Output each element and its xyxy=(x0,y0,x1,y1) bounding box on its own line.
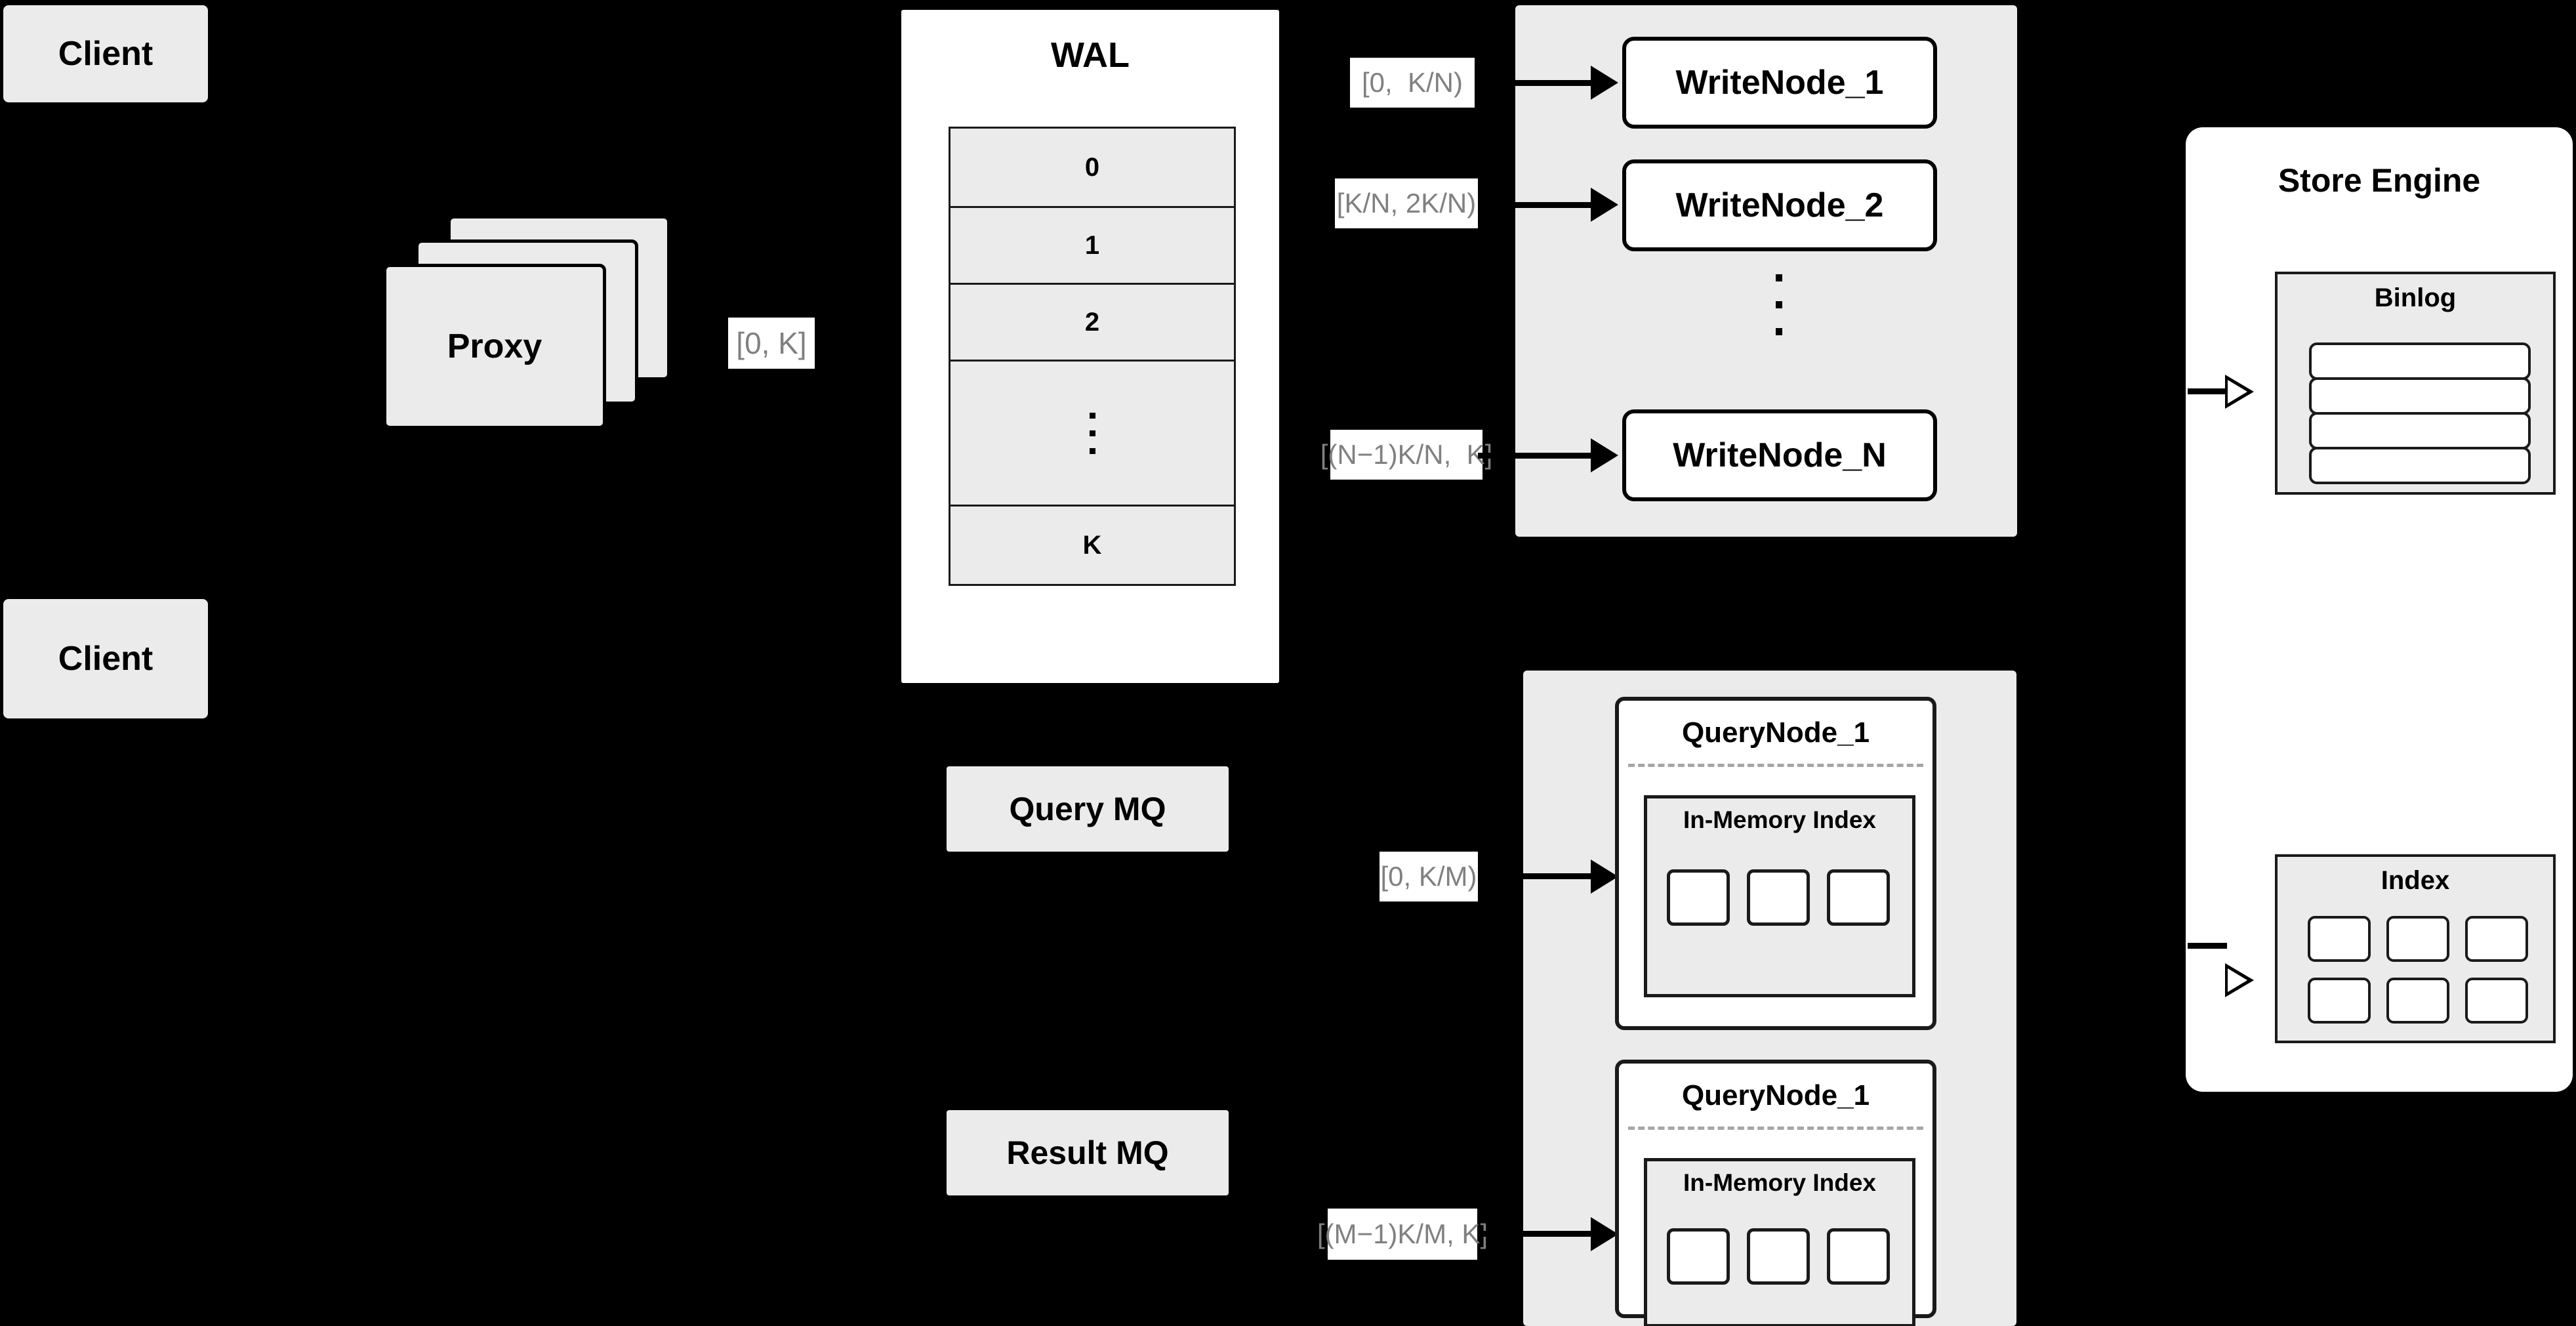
range-label-writenode-1: [0, K/N) xyxy=(1350,58,1475,108)
query-node-title: QueryNode_1 xyxy=(1681,1079,1870,1111)
arrow-head-querynode-first xyxy=(1591,860,1618,894)
wal-row: 2 xyxy=(951,285,1234,362)
index-cell xyxy=(2465,916,2528,962)
write-node-label: WriteNode_1 xyxy=(1675,64,1884,102)
in-memory-index-panel: In-Memory Index xyxy=(1644,1158,1915,1326)
arrow-head-index-open xyxy=(2225,963,2254,997)
range-label-writenode-n: [(N−1)K/N, K] xyxy=(1320,430,1492,480)
client-label: Client xyxy=(58,640,153,678)
arrow-head-binlog-open xyxy=(2225,375,2254,409)
client-box-1: Client xyxy=(3,5,208,102)
query-node-1[interactable]: QueryNode_1 In-Memory Index xyxy=(1615,697,1936,1030)
index-grid-row xyxy=(2308,978,2528,1024)
arrow-line-index xyxy=(2188,943,2227,949)
range-label-text: [0, K] xyxy=(736,326,807,360)
wal-box: WAL 0 1 2 K xyxy=(897,5,1284,688)
proxy-label: Proxy xyxy=(447,327,542,365)
range-label-writenode-2: [K/N, 2K/N) xyxy=(1335,178,1478,228)
wal-title: WAL xyxy=(1051,35,1130,75)
store-engine-title: Store Engine xyxy=(2278,162,2481,199)
index-grid-row xyxy=(2308,916,2528,962)
binlog-row xyxy=(2309,447,2531,484)
write-node-n[interactable]: WriteNode_N xyxy=(1622,409,1937,501)
client-label: Client xyxy=(58,35,153,73)
binlog-row xyxy=(2309,412,2531,449)
arrow-head-writenode-2 xyxy=(1591,188,1618,222)
arrow-line-writenode-1 xyxy=(1478,80,1593,86)
write-node-label: WriteNode_2 xyxy=(1675,186,1884,224)
in-memory-index-panel: In-Memory Index xyxy=(1644,795,1915,997)
index-cell xyxy=(1747,1228,1810,1285)
index-grid xyxy=(2308,916,2528,1024)
index-cell xyxy=(2308,916,2371,962)
wal-row: K xyxy=(951,507,1234,586)
write-node-2[interactable]: WriteNode_2 xyxy=(1622,159,1937,251)
write-node-1[interactable]: WriteNode_1 xyxy=(1622,37,1937,129)
in-memory-index-cells xyxy=(1667,1228,1890,1285)
index-cell xyxy=(2386,978,2449,1024)
binlog-row xyxy=(2309,342,2531,380)
index-cell xyxy=(2465,978,2528,1024)
wal-row-ellipsis xyxy=(951,362,1234,507)
index-cell xyxy=(2308,978,2371,1024)
store-engine-box: Store Engine Binlog Index xyxy=(2186,127,2573,1092)
query-mq-label: Query MQ xyxy=(1009,791,1166,827)
index-cell xyxy=(2386,916,2449,962)
arrow-line-querynode-first xyxy=(1478,873,1593,879)
in-memory-index-cells xyxy=(1667,869,1890,926)
index-cell xyxy=(1827,869,1890,926)
binlog-title: Binlog xyxy=(2374,283,2457,312)
index-cell xyxy=(1667,1228,1730,1285)
range-label-proxy-wal: [0, K] xyxy=(728,318,815,369)
query-mq-box: Query MQ xyxy=(947,766,1229,852)
arrow-head-writenode-1 xyxy=(1591,66,1618,100)
wal-row: 0 xyxy=(951,129,1234,208)
write-node-label: WriteNode_N xyxy=(1673,436,1887,474)
arrow-line-querynode-last xyxy=(1478,1231,1593,1237)
range-label-querynode-first: [0, K/M) xyxy=(1380,852,1478,901)
arrow-line-writenode-2 xyxy=(1478,202,1593,208)
in-memory-index-title: In-Memory Index xyxy=(1683,1169,1876,1196)
query-node-title: QueryNode_1 xyxy=(1681,716,1870,749)
result-mq-label: Result MQ xyxy=(1006,1134,1169,1171)
arrow-line-binlog xyxy=(2188,388,2227,394)
binlog-row xyxy=(2309,377,2531,415)
wal-row: 1 xyxy=(951,208,1234,285)
arrow-head-writenode-n xyxy=(1591,438,1618,472)
binlog-rows xyxy=(2309,342,2531,484)
in-memory-index-title: In-Memory Index xyxy=(1683,806,1876,833)
wal-table: 0 1 2 K xyxy=(949,127,1236,586)
client-box-2: Client xyxy=(3,599,208,718)
proxy-card-front[interactable]: Proxy xyxy=(383,264,606,429)
write-cluster-ellipsis xyxy=(1776,274,1782,335)
index-cell xyxy=(1667,869,1730,926)
binlog-panel: Binlog xyxy=(2275,272,2556,495)
query-node-divider xyxy=(1628,1127,1923,1130)
index-panel: Index xyxy=(2275,854,2556,1043)
arrow-head-querynode-last xyxy=(1591,1217,1618,1251)
index-cell xyxy=(1827,1228,1890,1285)
range-label-querynode-last: [(M−1)K/M, K] xyxy=(1317,1209,1488,1260)
index-cell xyxy=(1747,869,1810,926)
arrow-line-writenode-n xyxy=(1478,453,1593,459)
index-title: Index xyxy=(2381,866,2450,895)
query-node-divider xyxy=(1628,764,1923,767)
query-node-last[interactable]: QueryNode_1 In-Memory Index xyxy=(1615,1060,1936,1326)
result-mq-box: Result MQ xyxy=(947,1110,1229,1195)
